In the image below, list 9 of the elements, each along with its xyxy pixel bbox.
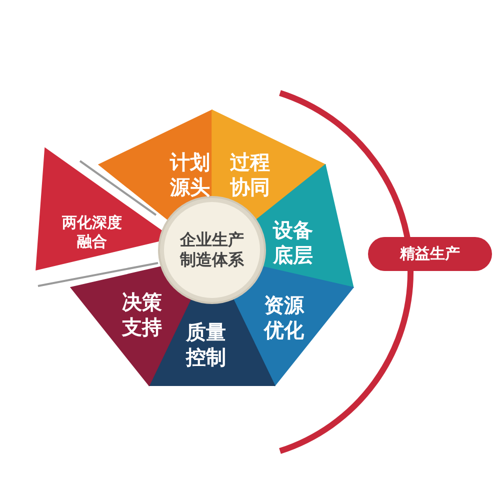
segment-label: 过程协同 [228,150,272,200]
segment-label: 质量控制 [184,320,228,370]
pill-badge [368,237,492,271]
segment-label: 两化深度融合 [60,213,124,251]
segment-label: 设备底层 [271,218,315,268]
segment-label: 资源优化 [262,293,306,343]
segment-label: 计划源头 [168,150,212,200]
badge-label: 精益生产 [400,244,460,264]
segment-label: 决策支持 [120,290,164,340]
